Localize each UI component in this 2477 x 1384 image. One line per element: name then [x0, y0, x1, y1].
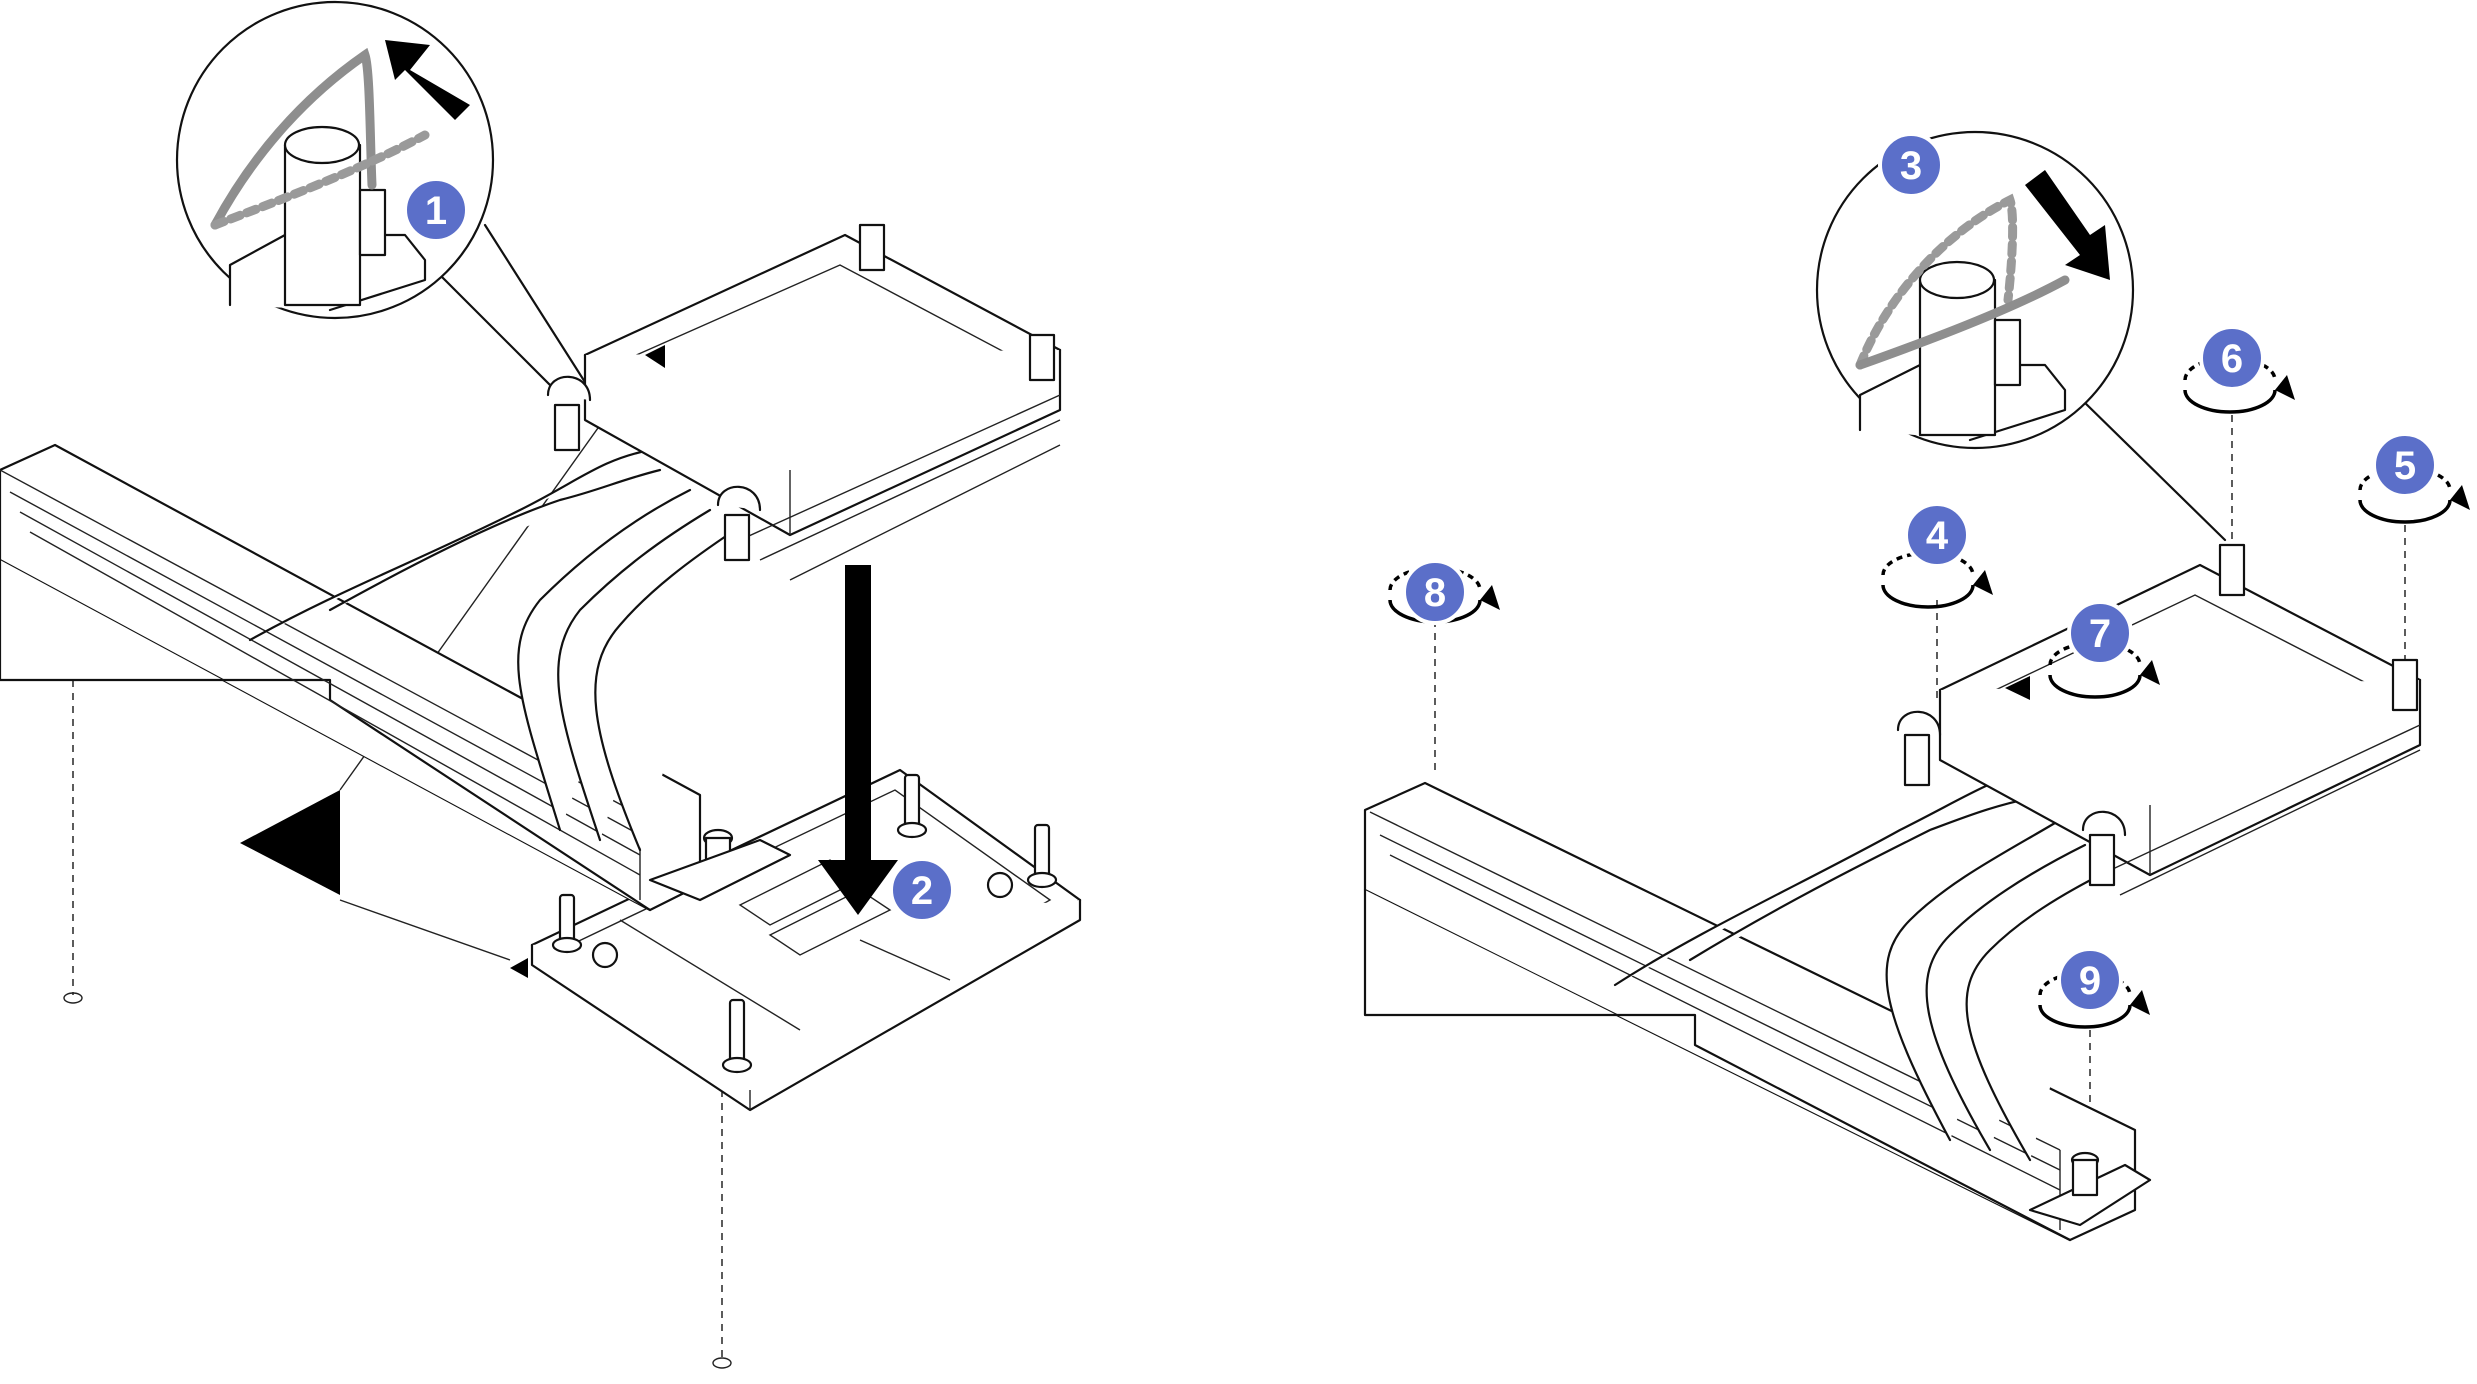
rotation-marker [1881, 551, 1993, 609]
rotation-marker [2183, 356, 2295, 414]
callout-circle [1878, 132, 1944, 198]
callout-circle [2057, 947, 2123, 1013]
callout-circle [1904, 502, 1970, 568]
heat-sink-assembly [0, 223, 1062, 912]
zoom-leader-line [418, 253, 562, 397]
callout-circle [2199, 325, 2265, 391]
callout-label: 4 [1926, 514, 1949, 558]
rotation-marker [2048, 641, 2160, 699]
step-callout-7: 7 [2067, 600, 2133, 666]
step-callout-6: 6 [2199, 325, 2265, 391]
callout-label: 3 [1900, 144, 1922, 188]
step-callout-9: 9 [2057, 947, 2123, 1013]
callout-circle [2067, 600, 2133, 666]
bail-down-arrow [2025, 170, 2110, 280]
bail-up-arrow [385, 40, 470, 120]
zoom-detail-bail-up [175, 0, 495, 320]
callout-label: 9 [2079, 959, 2101, 1003]
callout-label: 6 [2221, 337, 2243, 381]
rotation-marker [2038, 971, 2150, 1029]
pin1-triangle-large [240, 790, 340, 895]
pin1-leader [339, 899, 511, 961]
callout-label: 1 [425, 189, 447, 233]
step-callout-4: 4 [1904, 502, 1970, 568]
installed-heat-sink [1363, 543, 2422, 1242]
left-illustration [0, 0, 1082, 1369]
zoom-leader-line [2078, 396, 2227, 542]
callout-label: 5 [2394, 444, 2416, 488]
callout-label: 2 [911, 869, 933, 913]
screw-hole-marker [712, 1357, 732, 1369]
rotation-marker [2358, 466, 2470, 524]
step-callout-8: 8 [1402, 559, 1468, 625]
pin1-triangle-small [510, 958, 528, 978]
callout-circle [889, 857, 955, 923]
right-illustration [1363, 130, 2470, 1242]
step-callout-5: 5 [2372, 432, 2438, 498]
zoom-leader-line [483, 223, 592, 392]
step-callout-2: 2 [889, 857, 955, 923]
screw-hole-marker [63, 992, 83, 1004]
callout-label: 8 [1424, 571, 1446, 615]
zoom-detail-bail-down [1815, 130, 2135, 450]
callout-label: 7 [2089, 612, 2111, 656]
callout-circle [1402, 559, 1468, 625]
step-callout-1: 1 [403, 177, 469, 243]
step-callout-3: 3 [1878, 132, 1944, 198]
processor-socket [530, 768, 1082, 1112]
callout-circle [2372, 432, 2438, 498]
callout-circle [403, 177, 469, 243]
down-arrow [818, 565, 898, 915]
